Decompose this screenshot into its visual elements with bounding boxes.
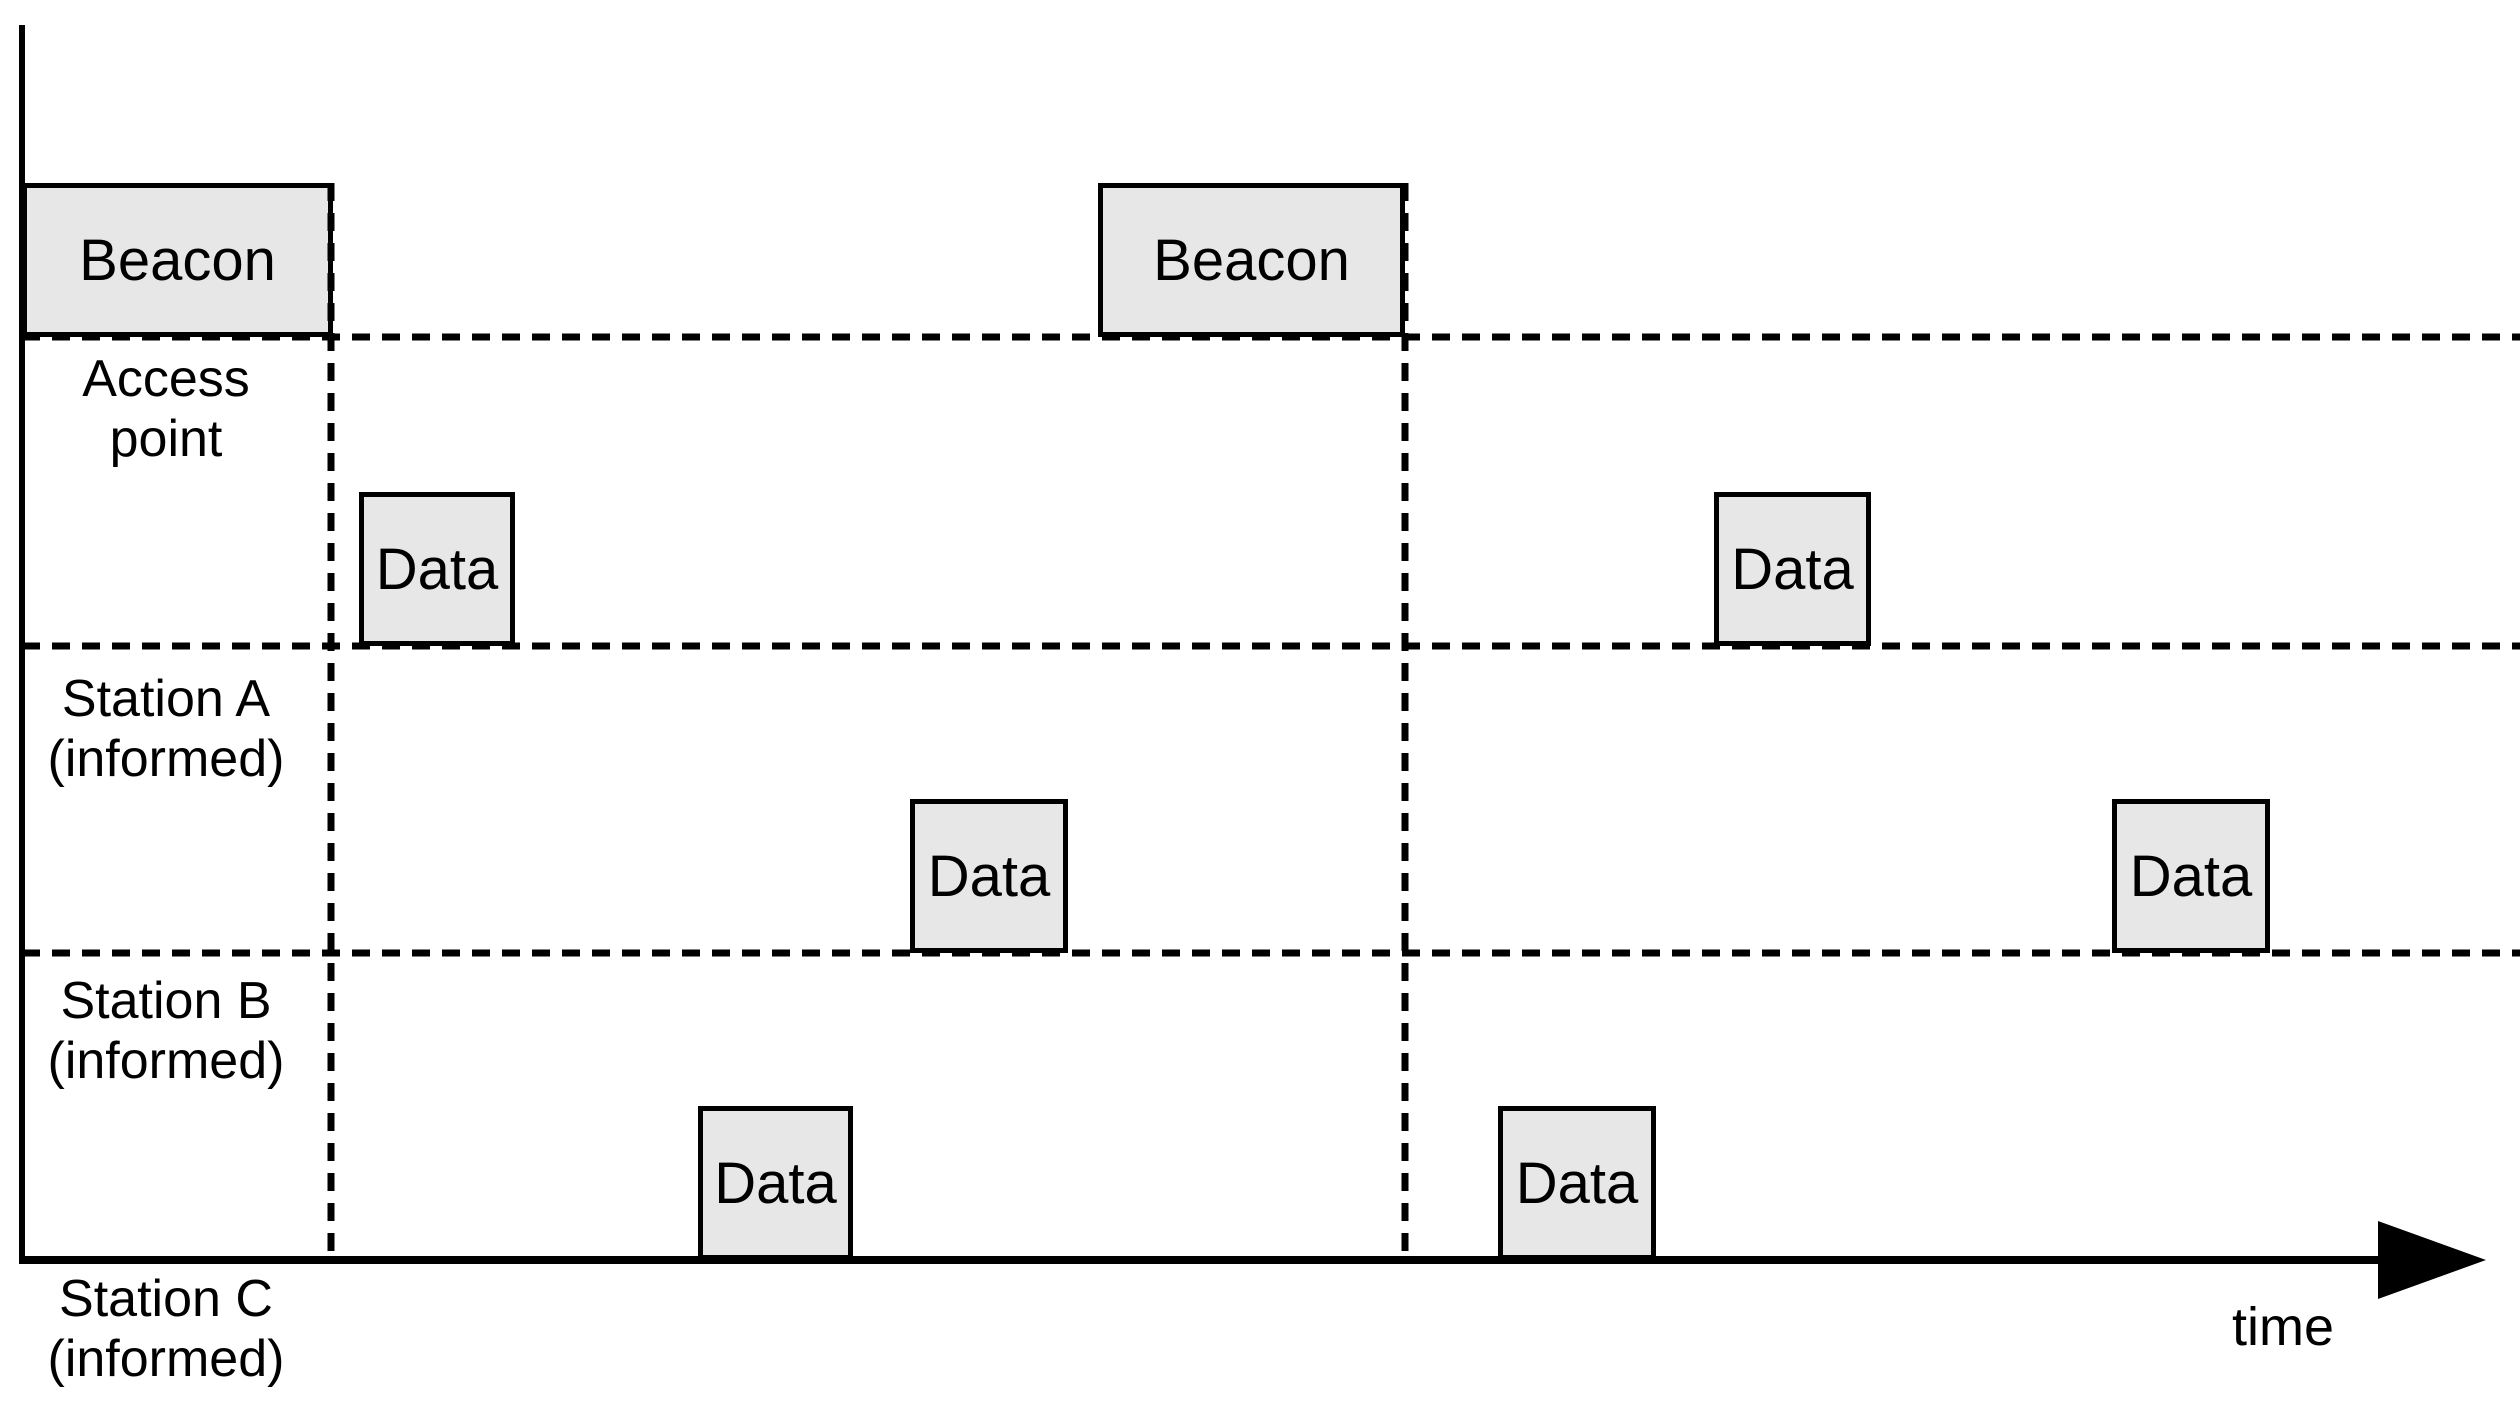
row-label-line: Access [82,350,250,408]
data-frame: Data [1714,492,1871,646]
data-frame: Data [359,492,515,646]
data-frame: Data [910,799,1068,953]
row-label-line: Station B [60,972,272,1030]
time-arrowhead-icon [2378,1221,2486,1299]
beacon-frame: Beacon [1098,183,1405,337]
row-label-station-b: Station B (informed) [20,972,312,1092]
row-label-station-a: Station A (informed) [20,670,312,790]
row-label-access-point: Access point [20,350,312,470]
row-label-line: Station A [61,670,271,728]
data-frame: Data [698,1106,853,1260]
row-label-line: (informed) [47,1329,285,1388]
row-label-line: (informed) [47,1031,285,1090]
time-axis-label: time [2232,1297,2335,1357]
data-frame: Data [1498,1106,1656,1260]
beacon-frame: Beacon [22,183,333,337]
row-label-line: point [109,409,223,468]
row-label-line: (informed) [47,729,285,788]
row-label-line: Station C [59,1270,273,1328]
row-label-station-c: Station C (informed) [20,1270,312,1390]
data-frame: Data [2112,799,2270,953]
